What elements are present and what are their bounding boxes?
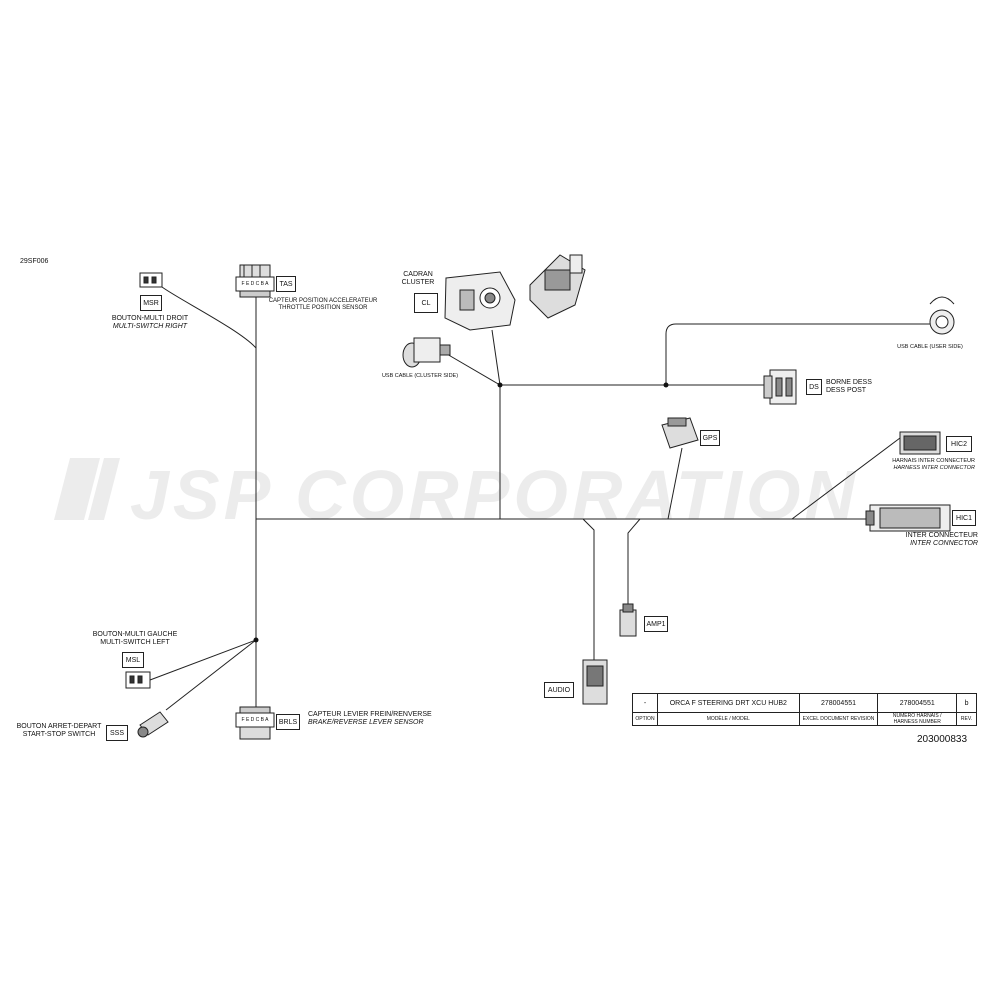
wire-cluster-up [491,329,501,386]
msl-tag: MSL [122,652,144,668]
option-label: OPTION [632,712,658,726]
hic1-label-fr: INTER CONNECTEUR [905,532,978,539]
ds-connector-icon [763,369,797,405]
sss-label-en: START-STOP SWITCH [22,731,96,738]
wire-gps [667,447,683,520]
hic2-connector-icon [899,431,941,455]
usb-user-label: USB CABLE (USER SIDE) [897,344,963,350]
wire-usb-user [665,323,935,385]
tas-connector-icon [235,264,275,298]
ref-code: 29SF006 [20,258,49,265]
msr-tag: MSR [140,295,162,311]
tas-label-en: THROTTLE POSITION SENSOR [278,305,368,311]
amp1-tag: AMP1 [644,616,668,632]
ds-tag: DS [806,379,822,395]
junction-dot [497,382,503,388]
harness-label: NUMÉRO HARNAIS / HARNESS NUMBER [877,712,958,726]
rev-label: REV. [956,712,977,726]
msr-connector-icon [139,272,163,288]
audio-connector-icon [582,659,608,705]
tas-tag: TAS [276,276,296,292]
wire-msr [161,286,257,349]
usb-cluster-label: USB CABLE (CLUSTER SIDE) [381,373,459,379]
amp1-connector-icon [619,603,637,637]
junction-dot [253,637,259,643]
doc-number: 203000833 [917,734,968,745]
excel-rev-value: 278004551 [798,693,879,713]
brls-tag: BRLS [276,714,300,730]
wire-amp1 [627,518,641,610]
option-value: - [632,693,658,713]
cluster-label-fr: CADRAN [403,271,433,278]
wire-audio [582,518,595,660]
junction-dot [663,382,669,388]
hic1-label-en: INTER CONNECTOR [910,540,978,547]
cluster-tag: CL [414,293,438,313]
rev-value: b [956,693,977,713]
sss-connector-icon [137,711,169,738]
gps-tag: GPS [700,430,720,446]
title-block: - ORCA F STEERING DRT XCU HUB2 278004551… [632,693,977,726]
brls-label-en: BRAKE/REVERSE LEVER SENSOR [308,719,424,726]
model-label: MODÈLE / MODEL [656,712,800,726]
sss-label-fr: BOUTON ARRET-DEPART [16,723,102,730]
watermark-text: JSP CORPORATION [130,456,859,534]
wire-hic2 [791,437,901,520]
harness-value: 278004551 [877,693,958,713]
msl-label-en: MULTI-SWITCH LEFT [100,639,170,646]
wire-usb-cluster [439,349,501,386]
audio-tag: AUDIO [544,682,574,698]
brls-label-fr: CAPTEUR LEVIER FREIN/RENVERSE [308,711,432,718]
cluster-label-en: CLUSTER [401,279,435,286]
tas-label-fr: CAPTEUR POSITION ACCELERATEUR [268,298,378,304]
hic2-label-en: HARNESS INTER CONNECTOR [893,465,976,471]
brls-pin-labels: F E D C B A [241,717,269,723]
sss-tag: SSS [106,725,128,741]
tas-pin-labels: F E D C B A [241,281,269,287]
ds-label-en: DESS POST [826,387,867,394]
hic2-tag: HIC2 [946,436,972,452]
model-value: ORCA F STEERING DRT XCU HUB2 [656,693,800,713]
msr-label-fr: BOUTON-MULTI DROIT [111,315,189,322]
ds-label-fr: BORNE DESS [826,379,872,386]
msl-connector-icon [125,671,151,689]
gps-connector-icon [661,417,699,449]
hic1-tag: HIC1 [952,510,976,526]
cluster-icon [444,254,586,331]
usb-cluster-icon [402,337,451,368]
excel-rev-label: EXCEL DOCUMENT REVISION [798,712,879,726]
wire-sss [165,639,257,711]
hic2-label-fr: HARNAIS INTER CONNECTEUR [892,458,975,464]
brls-connector-icon [235,706,275,740]
hic1-connector-icon [865,504,951,532]
wire-msl [149,639,257,681]
msr-label-en: MULTI-SWITCH RIGHT [112,323,188,330]
msl-label-fr: BOUTON-MULTI GAUCHE [92,631,178,638]
usb-user-icon [929,296,955,335]
